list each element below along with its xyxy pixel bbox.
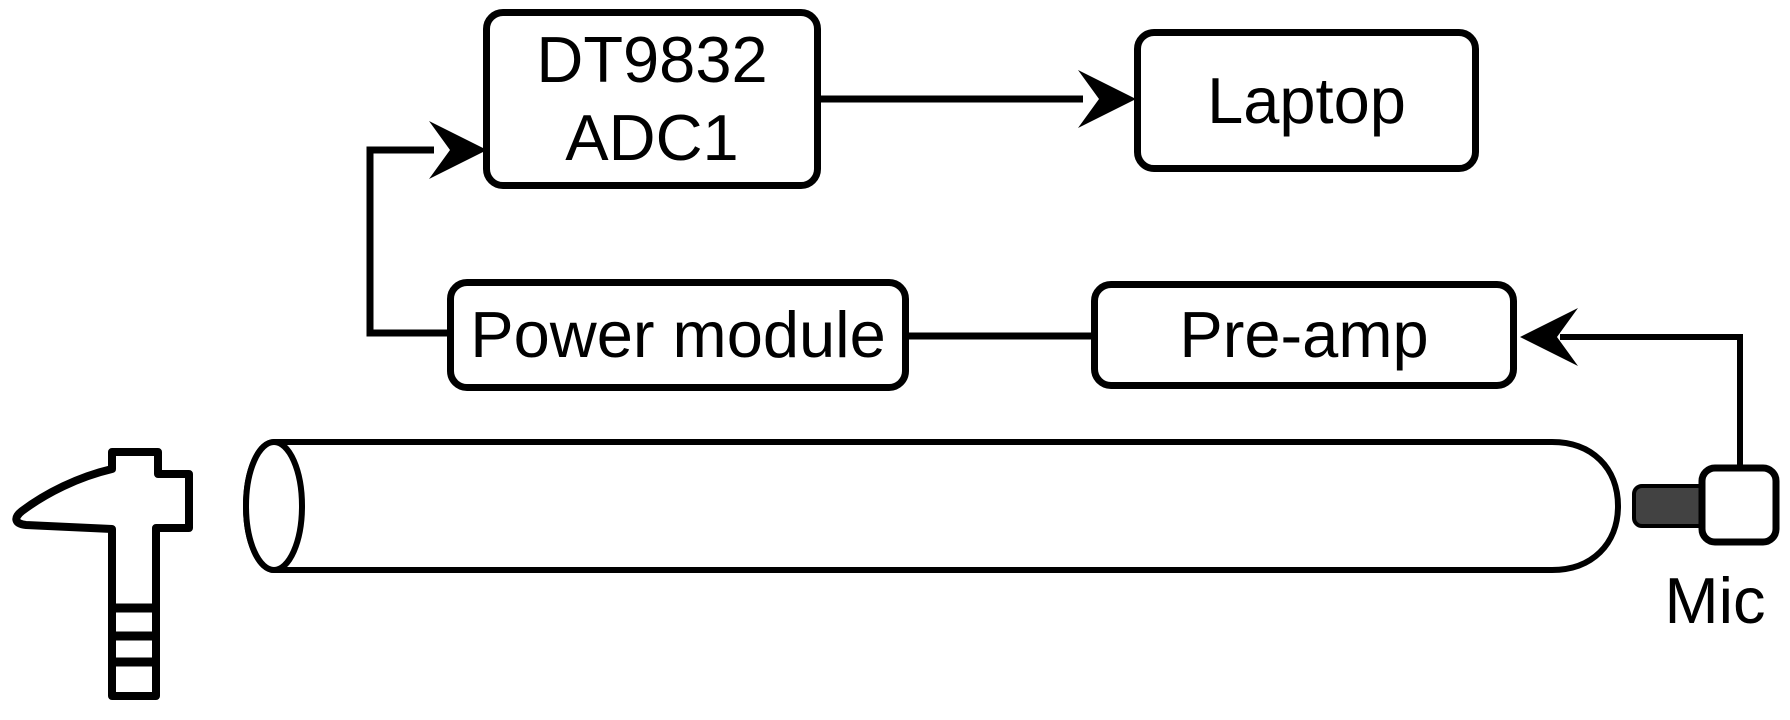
hammer-icon bbox=[12, 448, 193, 700]
arrowhead-into-preamp-icon bbox=[1520, 308, 1578, 366]
arrowhead-into-laptop-icon bbox=[1078, 70, 1136, 128]
node-laptop: Laptop bbox=[1134, 29, 1479, 172]
connector-mic-to-preamp bbox=[1560, 334, 1743, 472]
node-power-module: Power module bbox=[447, 279, 909, 391]
node-pre-amp-label: Pre-amp bbox=[1179, 298, 1429, 371]
node-adc-label-line2: ADC1 bbox=[565, 101, 739, 174]
node-adc-label-line1: DT9832 bbox=[536, 23, 768, 96]
connector-power-to-adc bbox=[366, 146, 450, 337]
pipe-opening-ellipse bbox=[243, 439, 305, 573]
arrowhead-into-adc-icon bbox=[429, 121, 487, 179]
node-adc: DT9832 ADC1 bbox=[483, 9, 821, 189]
node-pre-amp: Pre-amp bbox=[1091, 281, 1517, 389]
mic-stem bbox=[1632, 484, 1708, 528]
mic-body-icon bbox=[1698, 464, 1780, 546]
node-power-module-label: Power module bbox=[470, 298, 886, 371]
node-laptop-label: Laptop bbox=[1207, 63, 1406, 137]
hammer-outline bbox=[12, 448, 193, 700]
pipe-body bbox=[243, 439, 1622, 573]
mic-label: Mic bbox=[1664, 564, 1766, 637]
